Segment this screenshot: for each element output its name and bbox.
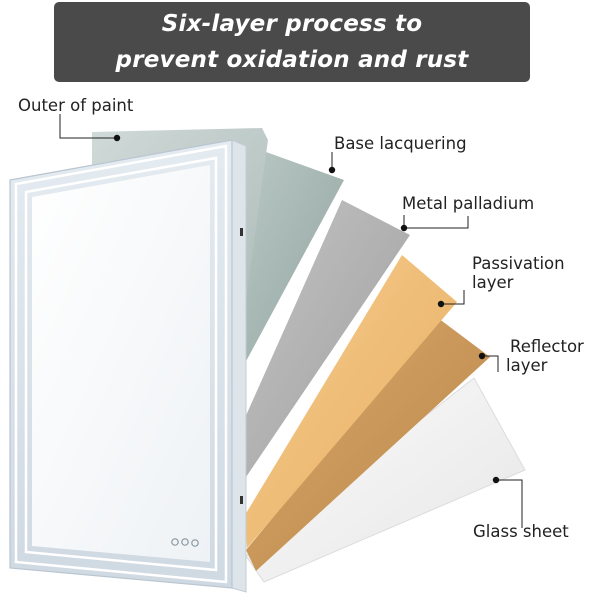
callout-dot bbox=[400, 224, 408, 232]
callout-dot bbox=[113, 134, 121, 142]
metal-palladium-layer bbox=[244, 200, 410, 480]
passivation-layer bbox=[245, 255, 457, 548]
callout-passivation bbox=[441, 290, 465, 305]
callout-metal-palladium bbox=[403, 215, 469, 229]
label-reflector-line-1: Reflector bbox=[510, 337, 584, 356]
label-passivation-line-2: layer bbox=[472, 273, 514, 292]
title-line-2: prevent oxidation and rust bbox=[115, 47, 469, 73]
touch-button-icon bbox=[181, 538, 189, 546]
reflector-layer bbox=[246, 318, 490, 571]
touch-button-icon bbox=[191, 539, 199, 547]
label-passivation-line-1: Passivation bbox=[472, 254, 565, 273]
led-strip-inner bbox=[24, 156, 218, 572]
callout-dot bbox=[437, 300, 445, 308]
title-line-1: Six-layer process to bbox=[161, 11, 423, 37]
callout-glass-sheet bbox=[496, 479, 523, 528]
touch-button-icon bbox=[171, 538, 179, 546]
callout-dot bbox=[328, 166, 336, 174]
label-base-lacquering: Base lacquering bbox=[334, 134, 467, 153]
mirror-side-edge bbox=[231, 139, 247, 593]
mirror-glass-face bbox=[32, 165, 210, 562]
outer-paint-layer bbox=[92, 128, 268, 315]
callout-dot bbox=[492, 476, 500, 484]
mounting-bracket bbox=[240, 228, 243, 236]
callout-outer-paint bbox=[59, 114, 117, 139]
callout-dot bbox=[478, 352, 486, 360]
label-metal-palladium: Metal palladium bbox=[402, 194, 535, 213]
led-strip-outer bbox=[14, 144, 228, 584]
label-outer-paint: Outer of paint bbox=[18, 96, 134, 115]
callout-reflector bbox=[482, 355, 499, 372]
label-glass-sheet: Glass sheet bbox=[473, 522, 569, 541]
base-lacquering-layer bbox=[244, 152, 344, 365]
mounting-bracket bbox=[240, 496, 243, 504]
label-reflector-line-2: layer bbox=[506, 356, 548, 375]
title-banner: Six-layer process to prevent oxidation a… bbox=[54, 2, 530, 82]
